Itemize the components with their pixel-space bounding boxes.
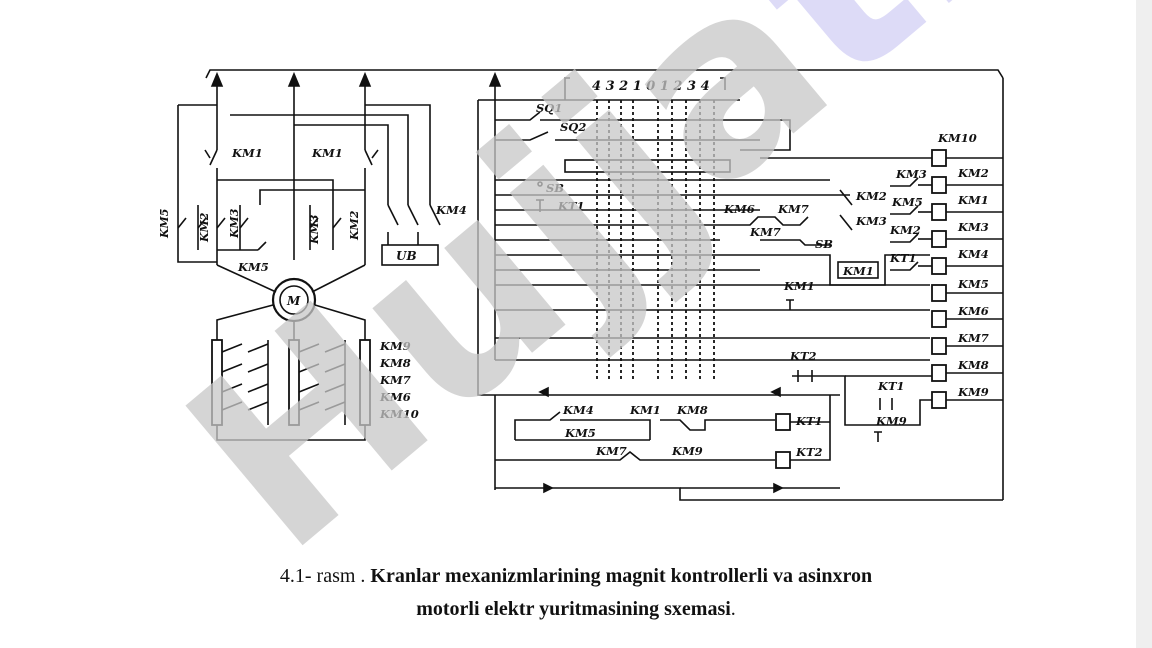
km1-relay-box [837, 261, 879, 279]
coil-label-4: KM4 [957, 247, 989, 261]
kt1-b-label: KT1 [877, 379, 905, 393]
km8-label: KM8 [379, 356, 411, 370]
km7-top-label: KM7 [777, 202, 809, 216]
coil-label-2: KM1 [957, 193, 989, 207]
km4-label: KM4 [435, 203, 467, 217]
km9-b2-label: KM9 [671, 444, 703, 458]
coil-column [760, 149, 1003, 409]
sq1-label: SQ1 [536, 101, 562, 115]
caption-title-line1: Kranlar mexanizmlarining magnit kontroll… [370, 565, 873, 587]
caption-prefix: 4.1- rasm . [279, 565, 371, 587]
km1-box-label: KM1 [842, 264, 874, 278]
km5-label: KM5 [237, 260, 269, 274]
sb-label: SB [546, 181, 564, 195]
km3-left-v-label: KM3 [228, 208, 241, 239]
coil-label-8: KM8 [957, 358, 989, 372]
km1-b-label: KM1 [629, 403, 661, 417]
controller-positions: 4 3 2 1 0 1 2 3 4 [592, 79, 710, 94]
km8-b-label: KM8 [676, 403, 708, 417]
page-side-strip [1136, 0, 1152, 648]
caption-line-2: motorli elektr yuritmasining sxemasi. [0, 593, 1152, 626]
top-bus [205, 69, 1004, 79]
km2-right-v-label: KM2 [348, 210, 361, 241]
figure-caption: 4.1- rasm . Kranlar mexanizmlarining mag… [0, 560, 1152, 626]
caption-title-line2: motorli elektr yuritmasining sxemasi [416, 598, 731, 620]
km7-label: KM7 [379, 373, 411, 387]
km3-right-v-label: KM3 [308, 214, 321, 245]
km5-b-label: KM5 [564, 426, 596, 440]
km6-contact-label: KM6 [723, 202, 755, 216]
coil-label-0: KM10 [937, 131, 977, 145]
coil-label-1: KM2 [957, 166, 989, 180]
km1-left-label: KM1 [231, 146, 263, 160]
kt2-label: KT2 [789, 349, 817, 363]
caption-line-1: 4.1- rasm . Kranlar mexanizmlarining mag… [0, 560, 1152, 593]
coil-label-7: KM7 [957, 331, 989, 345]
sb2-label: SB [815, 237, 833, 251]
km3-contact-label: KM3 [855, 214, 887, 228]
coil-label-3: KM3 [957, 220, 989, 234]
rung-grid [495, 159, 930, 361]
kt2-coil-label: KT2 [795, 445, 823, 459]
km9-b-label: KM9 [875, 414, 907, 428]
km5-v-label: KM5 [158, 209, 171, 239]
coil-label-6: KM6 [957, 304, 989, 318]
km9-label: KM9 [379, 339, 411, 353]
control-circuit: 4 3 2 1 0 1 2 3 4 SQ1 SQ2 [477, 71, 1004, 501]
km4-b-label: KM4 [562, 403, 594, 417]
km2-left-v-label: KM2 [198, 212, 211, 243]
km5-small-label: KM5 [891, 195, 923, 209]
km7-b-label: KM7 [595, 444, 627, 458]
km1-right-label: KM1 [311, 146, 343, 160]
coil-label-9: KM9 [957, 385, 989, 399]
ub-label: UB [396, 249, 417, 263]
km6-label: KM6 [379, 390, 411, 404]
kt1-small-label: KT1 [889, 251, 917, 265]
power-circuit: KM1 KM1 KM5 KM2 KM3 KM3 KM2 [158, 71, 467, 441]
ub-box [381, 244, 439, 266]
km10-label: KM10 [379, 407, 419, 421]
km2-small-label: KM2 [889, 223, 921, 237]
kt1-label: KT1 [557, 199, 585, 213]
km2-contact-label: KM2 [855, 189, 887, 203]
kt1-coil-label: KT1 [795, 414, 823, 428]
km1-nc-label: KM1 [783, 279, 815, 293]
motor-label: M [286, 294, 301, 308]
km3-small-label: KM3 [895, 167, 927, 181]
km7-bot-label: KM7 [749, 225, 781, 239]
sq2-label: SQ2 [560, 120, 586, 134]
caption-end: . [730, 598, 736, 620]
coil-label-5: KM5 [957, 277, 989, 291]
